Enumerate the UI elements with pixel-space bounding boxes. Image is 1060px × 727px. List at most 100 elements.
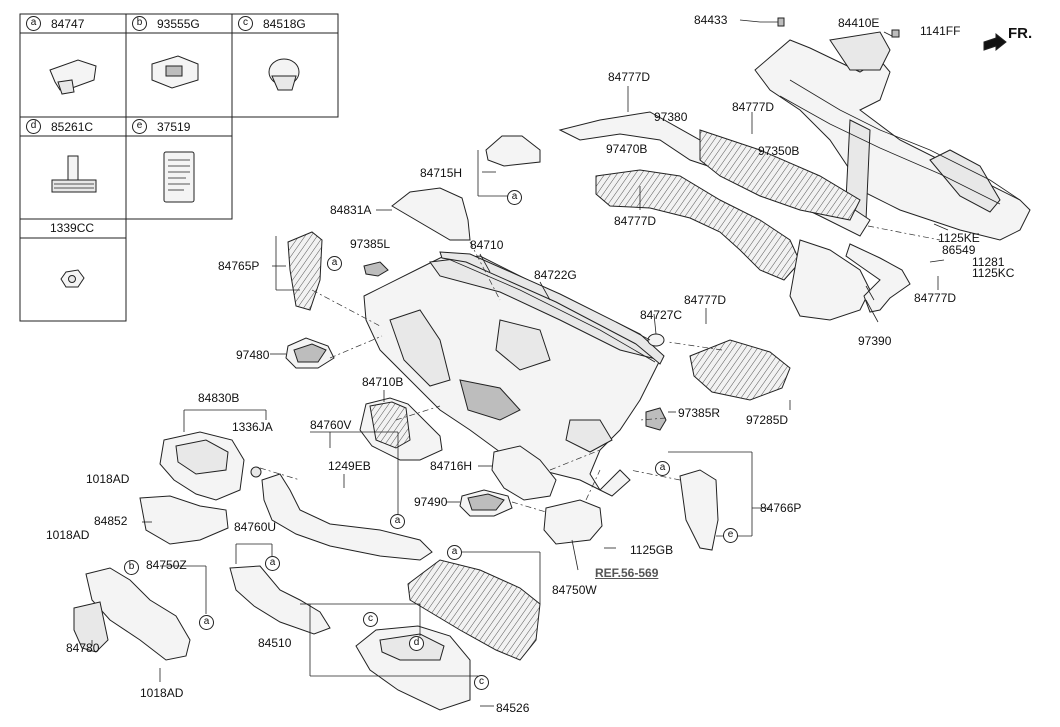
lower-left-assembly-drawing	[139, 431, 262, 545]
label-84750W: 84750W	[552, 583, 597, 597]
label-1125KC: 1125KC	[972, 266, 1015, 280]
callout-a-84760U: a	[265, 556, 280, 571]
trim-84760V-drawing	[261, 473, 433, 561]
label-97385L: 97385L	[350, 237, 391, 251]
legend-part-number-c: 84518G	[263, 16, 306, 31]
side-cover-84765P-drawing	[287, 231, 323, 311]
legend-cell-bottom-header: 1339CC	[50, 221, 94, 235]
glove-box-84750W-drawing	[407, 559, 541, 661]
callout-a-84765P: a	[327, 256, 342, 271]
lower-panel-84750Z-drawing	[73, 567, 191, 661]
callout-c-84526: c	[474, 675, 489, 690]
label-84852: 84852	[94, 514, 128, 528]
label-84777D-5: 84777D	[684, 293, 727, 307]
front-direction-arrow	[983, 32, 1007, 52]
label-84715H: 84715H	[420, 166, 463, 180]
label-84830B: 84830B	[198, 391, 240, 405]
legend-cell-d-header: d 85261C	[26, 119, 93, 134]
label-97390: 97390	[858, 334, 892, 348]
legend-part-37519	[163, 151, 195, 203]
legend-part-number-e: 37519	[157, 119, 191, 134]
legend-grid	[19, 13, 339, 322]
legend-letter-b: b	[132, 16, 147, 31]
label-84526: 84526	[496, 701, 530, 715]
label-11281: 11281	[972, 255, 1005, 269]
label-97480: 97480	[236, 348, 270, 362]
legend-letter-c: c	[238, 16, 253, 31]
legend-cell-c-header: c 84518G	[238, 16, 306, 31]
callout-a-84750W: a	[447, 545, 462, 560]
front-direction-label: FR.	[1008, 25, 1033, 42]
label-1125KE: 1125KE	[938, 231, 980, 245]
air-ducts-drawing	[558, 86, 939, 324]
label-84716H: 84716H	[430, 459, 473, 473]
part-84727C-drawing	[647, 333, 665, 347]
callout-a-84760V: a	[390, 514, 405, 529]
label-leaders	[91, 19, 949, 707]
label-1336JA: 1336JA	[232, 420, 273, 434]
label-84777D-3: 84777D	[614, 214, 657, 228]
label-1249EB: 1249EB	[328, 459, 371, 473]
legend-part-number-bottom: 1339CC	[50, 221, 95, 235]
label-84777D-4: 84777D	[914, 291, 957, 305]
legend-letter-a: a	[26, 16, 41, 31]
vent-97385L-drawing	[363, 261, 389, 277]
label-84510: 84510	[258, 636, 292, 650]
label-84777D-1: 84777D	[608, 70, 651, 84]
legend-part-85261C	[51, 155, 97, 193]
label-84710: 84710	[470, 238, 504, 252]
label-84710B: 84710B	[362, 375, 404, 389]
legend-part-1339CC	[60, 269, 85, 288]
label-84777D-2: 84777D	[732, 100, 775, 114]
pad-97285D-drawing	[689, 339, 791, 401]
legend-cell-b-header: b 93555G	[132, 16, 200, 31]
crash-pad-upper-strip-drawing	[439, 251, 665, 365]
label-97490: 97490	[414, 495, 448, 509]
label-84831A: 84831A	[330, 203, 372, 217]
legend-part-number-b: 93555G	[157, 16, 200, 31]
side-cover-84766P-drawing	[679, 469, 719, 551]
label-84765P: 84765P	[218, 259, 260, 273]
callout-e-84766P: e	[723, 528, 738, 543]
panel-84760U-drawing	[229, 565, 331, 635]
cover-84831A-drawing	[391, 187, 471, 241]
cover-84715H-drawing	[485, 135, 541, 167]
callout-d-84510: d	[409, 636, 424, 651]
callout-c-84510: c	[363, 612, 378, 627]
callout-a-84715H: a	[507, 190, 522, 205]
center-fascia-84710B-drawing	[359, 397, 443, 461]
legend-cell-a-header: a 84747	[26, 16, 84, 31]
label-97470B: 97470B	[606, 142, 648, 156]
label-1141FF: 1141FF	[920, 24, 961, 38]
label-84760U: 84760U	[234, 520, 277, 534]
callout-a-84766P: a	[655, 461, 670, 476]
label-84727C: 84727C	[640, 308, 683, 322]
legend-letter-d: d	[26, 119, 41, 134]
legend-cell-e-header: e 37519	[132, 119, 190, 134]
bracket-84716H-drawing	[491, 445, 557, 501]
label-86549: 86549	[942, 243, 976, 257]
airbag-module-drawing	[543, 499, 616, 571]
label-1018AD-1: 1018AD	[86, 472, 130, 486]
legend-part-number-a: 84747	[51, 16, 85, 31]
label-84722G: 84722G	[534, 268, 577, 282]
legend-part-93555G	[151, 55, 199, 89]
label-84780: 84780	[66, 641, 100, 655]
legend-letter-e: e	[132, 119, 147, 134]
label-97380: 97380	[654, 110, 688, 124]
legend-part-84518G	[268, 58, 300, 91]
label-84766P: 84766P	[760, 501, 802, 515]
label-97385R: 97385R	[678, 406, 721, 420]
label-84433: 84433	[694, 13, 728, 27]
legend-part-84747	[49, 59, 97, 95]
label-97350B: 97350B	[758, 144, 800, 158]
label-1018AD-2: 1018AD	[46, 528, 90, 542]
label-84750Z: 84750Z	[146, 558, 187, 572]
label-1018AD-3: 1018AD	[140, 686, 184, 700]
assembly-guide-lines	[259, 225, 941, 513]
label-84760V: 84760V	[310, 418, 352, 432]
reference-link-56-569[interactable]: REF.56-569	[595, 566, 659, 580]
callout-b-84750Z: b	[124, 560, 139, 575]
